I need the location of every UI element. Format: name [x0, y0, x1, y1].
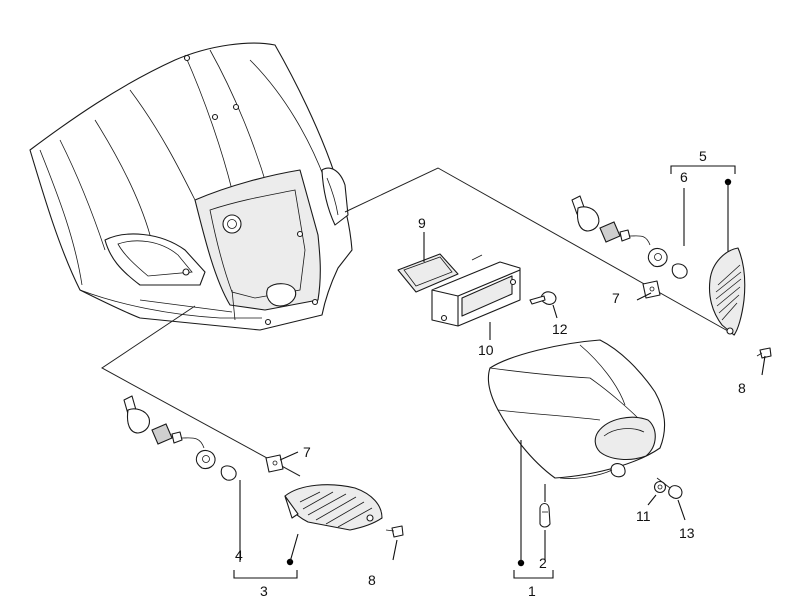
front-fairing — [29, 42, 353, 331]
left-clip-nut — [265, 454, 284, 473]
callout-11: 11 — [636, 508, 651, 524]
bracket-3 — [233, 570, 298, 579]
callout-13: 13 — [679, 525, 695, 541]
callout-8-left: 8 — [368, 572, 376, 588]
callout-7-left: 7 — [303, 444, 311, 460]
right-screw — [759, 347, 772, 359]
callout-10: 10 — [478, 342, 494, 358]
bracket-1 — [513, 570, 554, 579]
plate-light-lens — [397, 253, 459, 293]
callout-2: 2 — [539, 555, 547, 571]
right-indicator-bulb-socket — [571, 195, 668, 268]
tail-light-unit — [487, 339, 666, 479]
plate-light-housing — [431, 261, 521, 327]
callout-7-right: 7 — [612, 290, 620, 306]
callout-8-right: 8 — [738, 380, 746, 396]
callout-4: 4 — [235, 547, 243, 563]
assembly-guide-lines — [101, 167, 736, 477]
left-bulb — [220, 465, 237, 481]
left-screw — [391, 525, 404, 538]
callout-5: 5 — [699, 148, 707, 164]
callout-1: 1 — [528, 583, 536, 599]
right-indicator-lens — [708, 247, 746, 336]
bracket-5 — [670, 165, 736, 174]
washer-11 — [653, 480, 667, 494]
callout-9: 9 — [418, 215, 426, 231]
tail-light-bulb — [539, 502, 551, 528]
plate-light-screw — [529, 291, 557, 305]
callout-12: 12 — [552, 321, 568, 337]
callout-3: 3 — [260, 583, 268, 599]
left-indicator-bulb-socket — [123, 395, 216, 470]
screw-13 — [656, 477, 683, 499]
left-indicator-lens — [284, 484, 383, 531]
right-bulb — [671, 263, 688, 279]
callout-6: 6 — [680, 169, 688, 185]
right-clip-nut — [642, 280, 661, 299]
